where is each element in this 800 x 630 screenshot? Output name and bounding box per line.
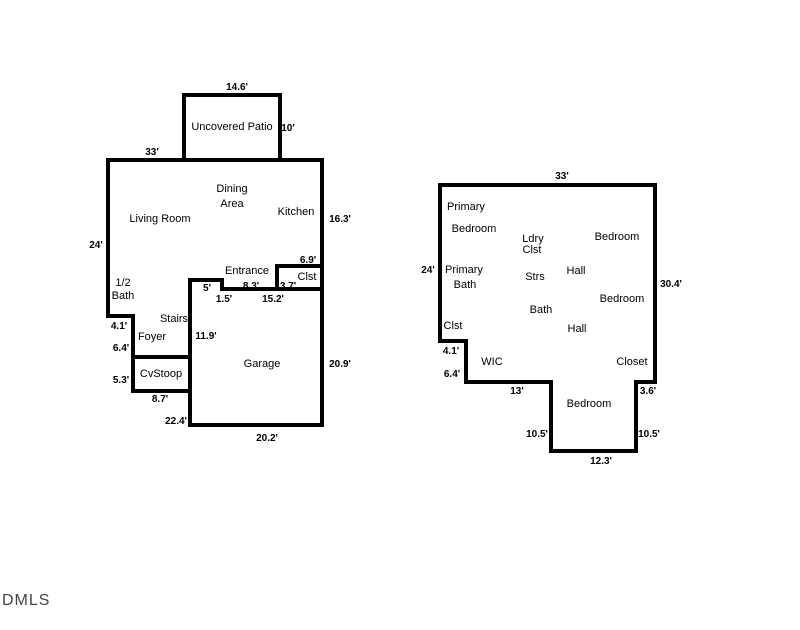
dim-6-4: 6.4' (113, 343, 129, 354)
half-bath-label-1: 1/2 (115, 277, 130, 289)
dim-closet-width: 6.9' (300, 255, 316, 266)
dim-10-5-left: 10.5' (526, 429, 548, 440)
closet-2-label: Closet (616, 356, 647, 368)
cvstoop-label: CvStoop (140, 368, 182, 380)
dim-13: 13' (510, 386, 524, 397)
floor2-outline (438, 183, 657, 453)
dim-right: 30.4' (660, 279, 682, 290)
dim-8-3: 8.3' (243, 281, 259, 292)
dim-right-side: 16.3' (329, 214, 351, 225)
garage-label: Garage (244, 358, 281, 370)
dim-11-9: 11.9' (195, 331, 216, 342)
floor1-outline (106, 158, 324, 427)
dim-5: 5' (203, 283, 211, 294)
closet-label: Clst (444, 320, 463, 332)
patio-label: Uncovered Patio (191, 121, 272, 133)
dim-3-6: 3.6' (640, 386, 656, 397)
kitchen-label: Kitchen (278, 206, 315, 218)
dim-3-7: 3.7' (280, 281, 296, 292)
bath-label: Bath (530, 304, 553, 316)
patio-walls (182, 93, 282, 162)
dim-10-5-right: 10.5' (638, 429, 660, 440)
primary-bath-label-2: Bath (454, 279, 477, 291)
laundry-label-1: Ldry (522, 233, 544, 245)
dim-left: 24' (421, 265, 435, 276)
dim-patio-top: 14.6' (226, 82, 248, 93)
dim-top: 33' (555, 171, 569, 182)
closet-label: Clst (298, 271, 317, 283)
dim-8-7: 8.7' (152, 394, 168, 405)
hall-label-2: Hall (568, 323, 587, 335)
dim-15-2: 15.2' (262, 294, 284, 305)
dim-left-side: 24' (89, 240, 103, 251)
dining-label-2: Area (220, 198, 244, 210)
primary-bedroom-label-1: Primary (447, 201, 485, 213)
dim-patio-side: 10' (281, 123, 295, 134)
bedroom-a-label: Bedroom (595, 231, 640, 243)
dim-6-4: 6.4' (444, 369, 460, 380)
stairs-label: Strs (525, 271, 545, 283)
primary-bedroom-label-2: Bedroom (452, 223, 497, 235)
dim-4-1: 4.1' (443, 346, 459, 357)
dim-22-4: 22.4' (165, 416, 187, 427)
dim-1-5: 1.5' (216, 294, 232, 305)
primary-bath-label-1: Primary (445, 264, 483, 276)
bedroom-c-label: Bedroom (567, 398, 612, 410)
dim-garage-right: 20.9' (329, 359, 351, 370)
dmls-logo: DMLS (2, 592, 51, 609)
dim-12-3: 12.3' (590, 456, 612, 467)
bedroom-b-label: Bedroom (600, 293, 645, 305)
dim-5-3: 5.3' (113, 375, 129, 386)
floor-1-plan: Uncovered Patio Dining Area Living Room … (89, 82, 351, 444)
stairs-label: Stairs (160, 313, 189, 325)
half-bath-label-2: Bath (112, 290, 135, 302)
dim-4-1: 4.1' (111, 321, 127, 332)
garage-walls (188, 278, 324, 393)
dim-garage-bottom: 20.2' (256, 433, 278, 444)
dim-main-top: 33' (145, 147, 159, 158)
closet-walls (275, 264, 324, 291)
foyer-label: Foyer (138, 331, 166, 343)
hall-label-1: Hall (567, 265, 586, 277)
floor-2-plan: Primary Bedroom Ldry Clst Bedroom Primar… (421, 171, 682, 467)
wic-label: WIC (481, 356, 502, 368)
living-room-label: Living Room (129, 213, 190, 225)
dining-label-1: Dining (216, 183, 247, 195)
entrance-label: Entrance (225, 265, 269, 277)
laundry-label-2: Clst (523, 244, 542, 256)
